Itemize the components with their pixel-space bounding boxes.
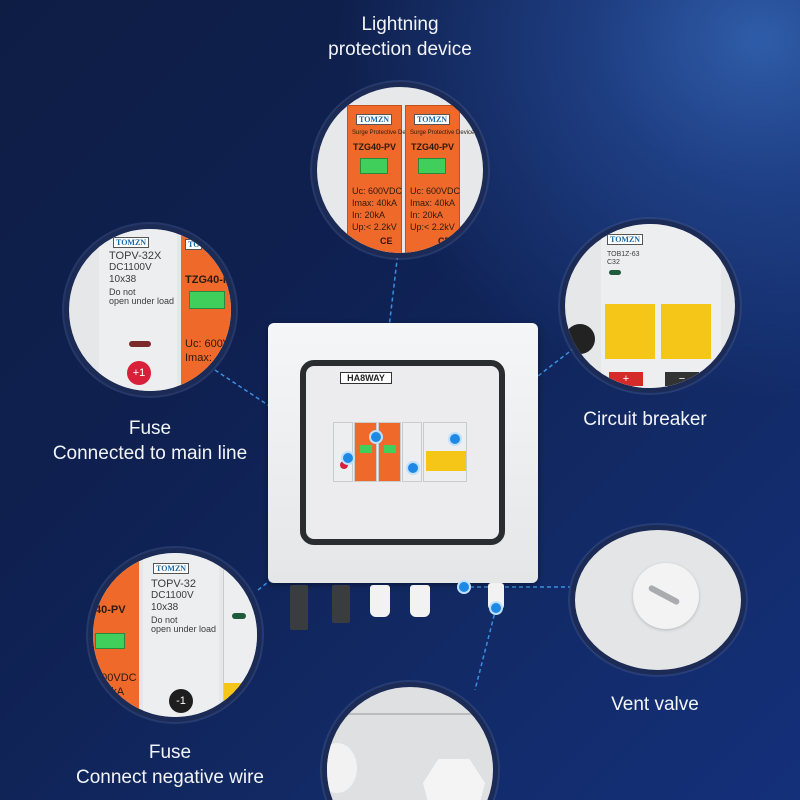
breaker-module: TOMZN TOB1Z-63 C32 + − [601, 224, 721, 388]
fuse-module: TOMZN TOPV-32 DC1100V 10x38 Do not open … [143, 553, 219, 717]
zoom-circle-fuse-negative: 40-PV 600VDC 40kA TOMZN TOPV-32 DC1100V … [88, 548, 262, 722]
breaker-module [423, 422, 467, 482]
label-vent-valve: Vent valve [611, 694, 699, 715]
spd-module-right: TOMZN Surge Protective Device TZG40-PV U… [405, 105, 474, 253]
label-lightning-protection: Lightning protection device [328, 14, 472, 60]
zoom-circle-cable-gland [322, 682, 498, 800]
cable-gland-nut [423, 759, 485, 800]
indicator-window [129, 341, 151, 347]
polarity-badge-plus: +1 [127, 361, 151, 385]
breaker-toggle-right[interactable] [661, 304, 711, 359]
breaker-toggle-left[interactable] [605, 304, 655, 359]
callout-dot-fuse-negative[interactable] [406, 461, 420, 475]
status-window [360, 158, 388, 174]
status-window [418, 158, 446, 174]
callout-dot-gland[interactable] [489, 601, 503, 615]
zoom-circle-fuse-main: TOMZN TOPV-32X DC1100V 10x38 Do not open… [64, 224, 236, 396]
spd-module-partial: TO TZG40-PV Uc: 600VDC Imax: 40kA [181, 229, 231, 391]
spd-module-left: TOMZN Surge Protective Device TZG40-PV U… [347, 105, 416, 253]
callout-dot-vent[interactable] [457, 580, 471, 594]
label-circuit-breaker: Circuit breaker [583, 409, 707, 430]
terminal-plus: + [609, 372, 643, 386]
zoom-circle-vent-valve [570, 525, 746, 675]
zoom-circle-circuit-breaker: TOMZN TOB1Z-63 C32 + − [560, 219, 740, 393]
terminal-minus: − [665, 372, 699, 386]
polarity-badge-minus: -1 [169, 689, 193, 713]
callout-dot-spd[interactable] [369, 430, 383, 444]
cable-gland [410, 585, 430, 617]
label-fuse-main-line: Fuse Connected to main line [52, 418, 248, 464]
zoom-circle-surge-protector: TOMZN Surge Protective Device TZG40-PV U… [312, 82, 488, 258]
mc4-connector [332, 585, 350, 623]
din-rail-modules [333, 422, 473, 482]
label-fuse-negative: Fuse Connect negative wire [76, 742, 264, 788]
callout-dot-fuse-main[interactable] [341, 451, 355, 465]
mc4-connector [290, 585, 308, 630]
callout-dot-breaker[interactable] [448, 432, 462, 446]
spd-module [378, 422, 401, 482]
enclosure-brand-tag: HA8WAY [340, 372, 392, 384]
fuse-module: TOMZN TOPV-32X DC1100V 10x38 Do not open… [99, 229, 177, 391]
vent-valve-cap [633, 563, 699, 629]
cable-gland [370, 585, 390, 617]
